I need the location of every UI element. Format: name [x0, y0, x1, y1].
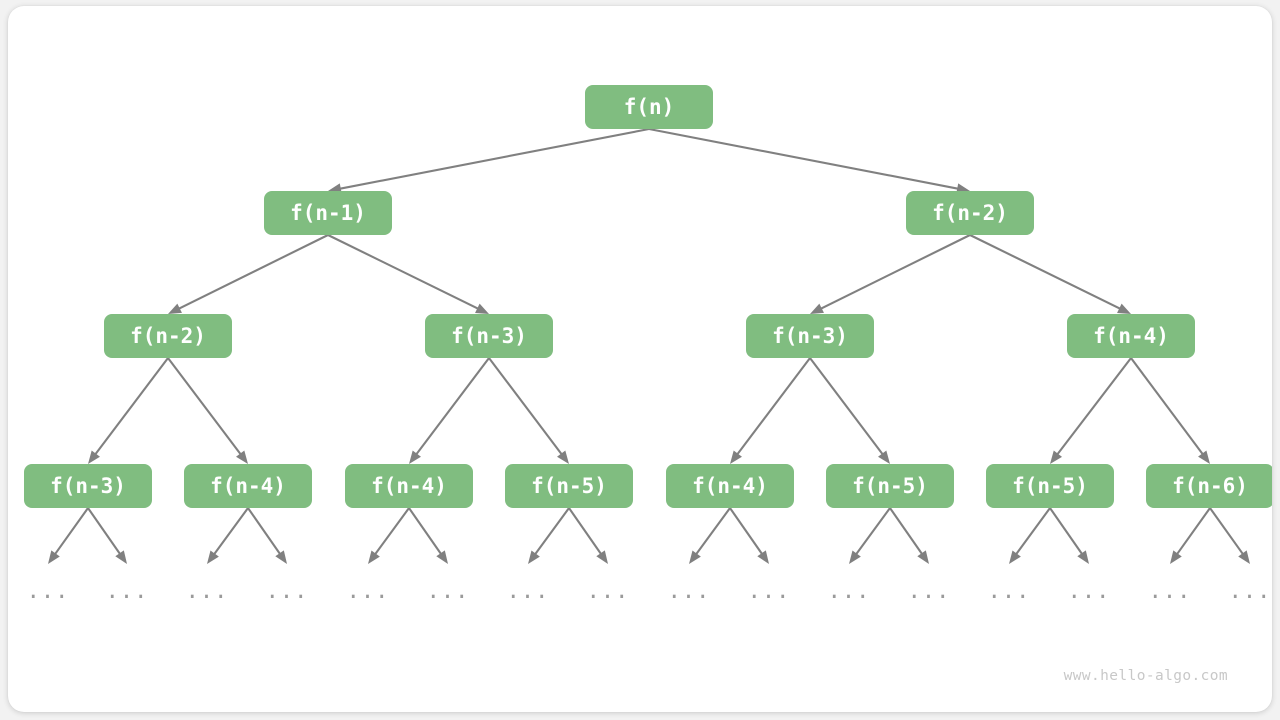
- edge-n1-n3: [168, 234, 329, 314]
- tree-node-n0: f(n): [585, 85, 713, 129]
- leaf-stub-14: [1170, 507, 1211, 564]
- tree-node-label: f(n-5): [531, 474, 607, 498]
- leaf-stub-6: [528, 507, 570, 564]
- tree-node-n5: f(n-3): [746, 314, 874, 358]
- tree-node-n7: f(n-3): [24, 464, 152, 508]
- tree-node-label: f(n): [623, 95, 675, 119]
- leaf-stub-10: [849, 507, 891, 564]
- tree-node-n10: f(n-5): [505, 464, 633, 508]
- tree-node-label: f(n-3): [772, 324, 848, 348]
- tree-node-n8: f(n-4): [184, 464, 312, 508]
- tree-node-n6: f(n-4): [1067, 314, 1195, 358]
- tree-node-label: f(n-4): [210, 474, 286, 498]
- leaf-ellipsis: ...: [907, 579, 951, 604]
- leaf-ellipsis: ...: [667, 579, 711, 604]
- tree-node-n13: f(n-5): [986, 464, 1114, 508]
- tree-node-n14: f(n-6): [1146, 464, 1272, 508]
- leaf-ellipsis: ...: [747, 579, 791, 604]
- edge-n4-n10: [488, 357, 569, 464]
- tree-node-n11: f(n-4): [666, 464, 794, 508]
- leaf-stub-5: [408, 507, 448, 564]
- edge-n6-n14: [1130, 357, 1210, 464]
- leaf-ellipsis: ...: [185, 579, 229, 604]
- leaf-ellipsis: ...: [1228, 579, 1272, 604]
- edge-n1-n4: [327, 234, 489, 314]
- leaf-stub-0: [48, 507, 89, 564]
- leaf-stub-9: [729, 507, 769, 564]
- leaf-ellipsis: ...: [26, 579, 70, 604]
- leaf-stub-15: [1209, 507, 1250, 564]
- tree-node-n4: f(n-3): [425, 314, 553, 358]
- edge-n0-n2: [648, 127, 970, 194]
- tree-node-label: f(n-2): [932, 201, 1008, 225]
- edge-n5-n11: [730, 357, 811, 464]
- tree-node-n12: f(n-5): [826, 464, 954, 508]
- edge-n3-n7: [88, 357, 169, 464]
- edge-n3-n8: [167, 357, 248, 464]
- leaf-ellipsis: ...: [265, 579, 309, 604]
- leaf-ellipsis: ...: [1067, 579, 1111, 604]
- leaf-stub-8: [689, 507, 731, 564]
- tree-node-label: f(n-3): [451, 324, 527, 348]
- leaf-stub-2: [207, 507, 249, 564]
- tree-node-label: f(n-1): [290, 201, 366, 225]
- leaf-ellipsis: ...: [827, 579, 871, 604]
- edge-n4-n9: [409, 357, 490, 464]
- edge-n5-n12: [809, 357, 890, 464]
- tree-node-label: f(n-2): [130, 324, 206, 348]
- leaf-stub-12: [1009, 507, 1051, 564]
- tree-node-label: f(n-5): [1012, 474, 1088, 498]
- tree-node-label: f(n-4): [692, 474, 768, 498]
- tree-node-label: f(n-5): [852, 474, 928, 498]
- edge-n2-n6: [969, 234, 1131, 314]
- tree-node-label: f(n-6): [1172, 474, 1248, 498]
- leaf-stub-3: [247, 507, 287, 564]
- leaf-ellipsis: ...: [586, 579, 630, 604]
- edge-n0-n1: [328, 127, 650, 194]
- leaf-ellipsis: ...: [1148, 579, 1192, 604]
- tree-node-n3: f(n-2): [104, 314, 232, 358]
- edge-n2-n5: [810, 234, 971, 314]
- watermark: www.hello-algo.com: [1063, 668, 1228, 684]
- leaf-stub-4: [368, 507, 410, 564]
- leaf-ellipsis: ...: [346, 579, 390, 604]
- leaf-ellipsis: ...: [426, 579, 470, 604]
- leaf-stub-1: [87, 507, 127, 564]
- tree-node-n1: f(n-1): [264, 191, 392, 235]
- leaf-stub-7: [568, 507, 608, 564]
- leaf-ellipsis: ...: [506, 579, 550, 604]
- leaf-ellipsis: ...: [987, 579, 1031, 604]
- tree-node-label: f(n-4): [371, 474, 447, 498]
- tree-node-label: f(n-3): [50, 474, 126, 498]
- tree-node-n9: f(n-4): [345, 464, 473, 508]
- leaf-stub-13: [1049, 507, 1089, 564]
- diagram-card: f(n) f(n-1) f(n-2) f(n-2) f(n-3) f(n-3) f(n-4)…: [8, 6, 1272, 712]
- leaf-stub-11: [889, 507, 929, 564]
- tree-node-label: f(n-4): [1093, 324, 1169, 348]
- leaf-ellipsis: ...: [105, 579, 149, 604]
- tree-node-n2: f(n-2): [906, 191, 1034, 235]
- edge-n6-n13: [1050, 357, 1132, 464]
